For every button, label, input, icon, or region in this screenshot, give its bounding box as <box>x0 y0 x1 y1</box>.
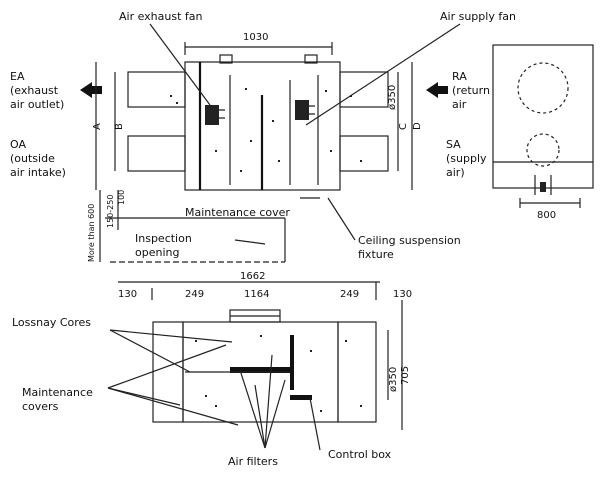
dim-a: A <box>92 123 103 130</box>
label-inspection-1: Inspection <box>135 232 192 245</box>
label-sa: SA <box>446 138 461 151</box>
side-duct-upper <box>517 62 569 114</box>
ra-arrow-icon <box>426 82 438 98</box>
label-maintenance-covers-2: covers <box>22 400 59 413</box>
dim-more-than: More than 600 <box>87 204 96 262</box>
right-duct-lower <box>339 135 389 172</box>
dim-249-left: 249 <box>185 289 204 300</box>
dim-249-right: 249 <box>340 289 359 300</box>
ea-arrow-icon <box>80 82 92 98</box>
dim-1662: 1662 <box>240 271 265 282</box>
leader-exhaust-fan <box>149 23 211 106</box>
label-ea-desc1: (exhaust <box>10 84 59 97</box>
front-view: 1662 130 249 1164 249 130 ø350 705 <box>12 271 412 468</box>
label-ceiling-2: fixture <box>358 248 394 261</box>
dim-800: 800 <box>537 210 556 221</box>
label-oa: OA <box>10 138 26 151</box>
label-air-exhaust-fan: Air exhaust fan <box>119 10 203 23</box>
dim-130-right: 130 <box>393 289 412 300</box>
control-box <box>290 335 294 390</box>
dim-1030: 1030 <box>243 32 268 43</box>
dim-1164: 1164 <box>244 289 269 300</box>
label-ea: EA <box>10 70 25 83</box>
top-view: 1030 <box>10 10 516 263</box>
label-air-supply-fan: Air supply fan <box>440 10 516 23</box>
label-ra-desc1: (return <box>452 84 490 97</box>
dim-dia-top: ø350 <box>387 85 398 110</box>
dim-130-left: 130 <box>118 289 137 300</box>
label-ra: RA <box>452 70 467 83</box>
leader-supply-fan <box>305 23 461 126</box>
label-maintenance-covers-1: Maintenance <box>22 386 93 399</box>
dim-705: 705 <box>400 366 411 385</box>
front-right-flange <box>337 321 377 423</box>
label-ea-desc2: air outlet) <box>10 98 64 111</box>
dim-c: C <box>398 123 409 130</box>
dim-d: D <box>412 122 423 130</box>
label-lossnay-cores: Lossnay Cores <box>12 316 91 329</box>
label-sa-desc2: air) <box>446 166 465 179</box>
label-oa-desc1: (outside <box>10 152 55 165</box>
label-inspection-2: opening <box>135 246 179 259</box>
right-duct-upper <box>339 71 389 108</box>
lossnay-core-bar <box>230 367 290 373</box>
label-oa-desc2: air intake) <box>10 166 66 179</box>
side-view: 800 <box>492 44 594 221</box>
label-ra-desc2: air <box>452 98 467 111</box>
left-duct-upper <box>127 71 186 108</box>
dim-100: 100 <box>117 190 126 205</box>
label-control-box: Control box <box>328 448 392 461</box>
side-duct-lower <box>526 133 560 167</box>
dim-b: B <box>114 123 125 130</box>
label-sa-desc1: (supply <box>446 152 487 165</box>
dim-range: 150-250 <box>106 195 115 228</box>
label-maintenance-cover: Maintenance cover <box>185 206 290 219</box>
label-ceiling-1: Ceiling suspension <box>358 234 461 247</box>
label-air-filters: Air filters <box>228 455 278 468</box>
dim-dia-bottom: ø350 <box>388 367 399 392</box>
leader-ceiling-fixture <box>327 197 356 241</box>
left-duct-lower <box>127 135 186 172</box>
